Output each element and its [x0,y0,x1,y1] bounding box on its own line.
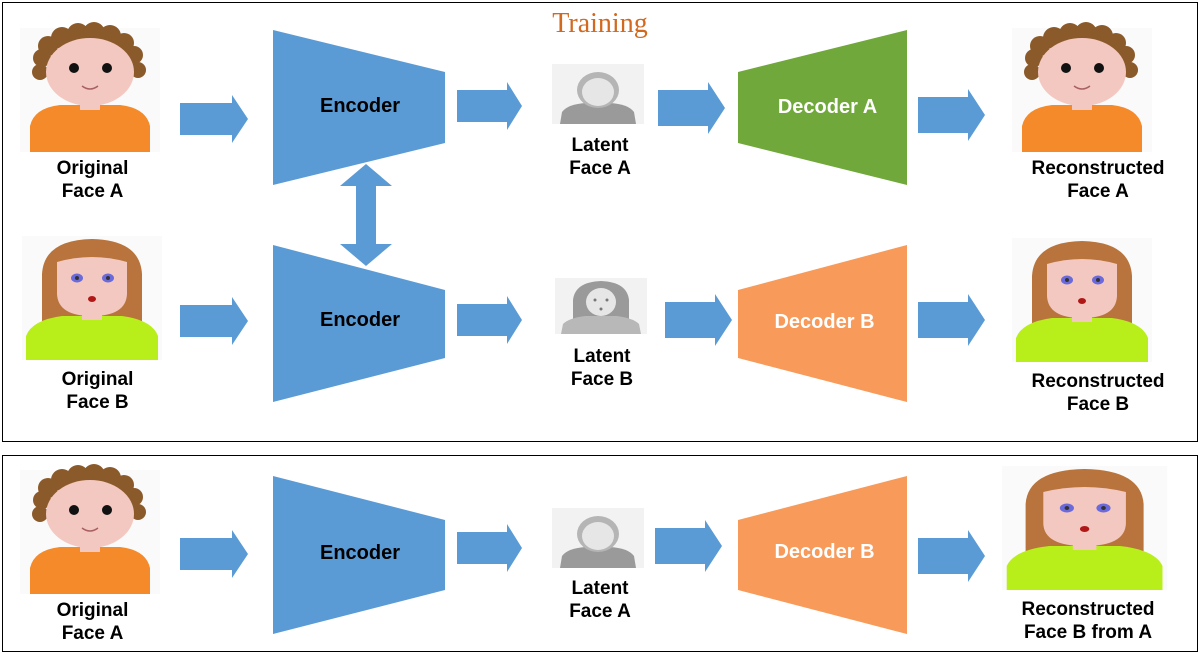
arrow-icon [180,530,248,578]
arrow-icon [457,524,522,572]
latent-face-b-image [555,278,647,334]
arrow-icon [457,82,522,130]
arrow-icon [180,297,248,345]
original-face-b-image [22,236,162,360]
arrow-icon [918,89,985,141]
arrow-icon [658,82,725,134]
decoder-b-label: Decoder B [774,311,875,333]
arrow-icon [655,520,722,572]
arrow-icon [180,95,248,143]
shared-encoder-double-arrow-icon [340,164,392,266]
encoder-b-label: Encoder [319,309,401,331]
arrow-icon [918,530,985,582]
reconstructed-face-b-image [1012,238,1152,362]
swap-encoder-label: Encoder [319,542,401,564]
swap-reconstructed-face-b-image [1001,466,1168,590]
reconstructed-face-a-image [1011,21,1153,153]
swap-decoder-b-block [738,476,907,634]
decoder-b-block [738,245,907,402]
decoder-a-label: Decoder A [777,96,878,118]
decoder-a-block [738,30,907,185]
swap-encoder-block [273,476,445,634]
training-title: Training [552,8,648,39]
encoder-a-label: Encoder [319,95,401,117]
original-face-a-image [19,21,161,153]
swap-original-face-a-image [19,463,161,595]
training-panel [2,2,1198,442]
latent-face-a-image [552,64,644,124]
encoder-b-block [273,245,445,402]
arrow-icon [457,296,522,344]
arrow-icon [918,294,985,346]
arrow-icon [665,294,732,346]
face-swap-panel [2,455,1198,652]
swap-latent-face-a-image [552,508,644,568]
encoder-a-block [273,30,445,185]
swap-decoder-b-label: Decoder B [774,541,875,563]
